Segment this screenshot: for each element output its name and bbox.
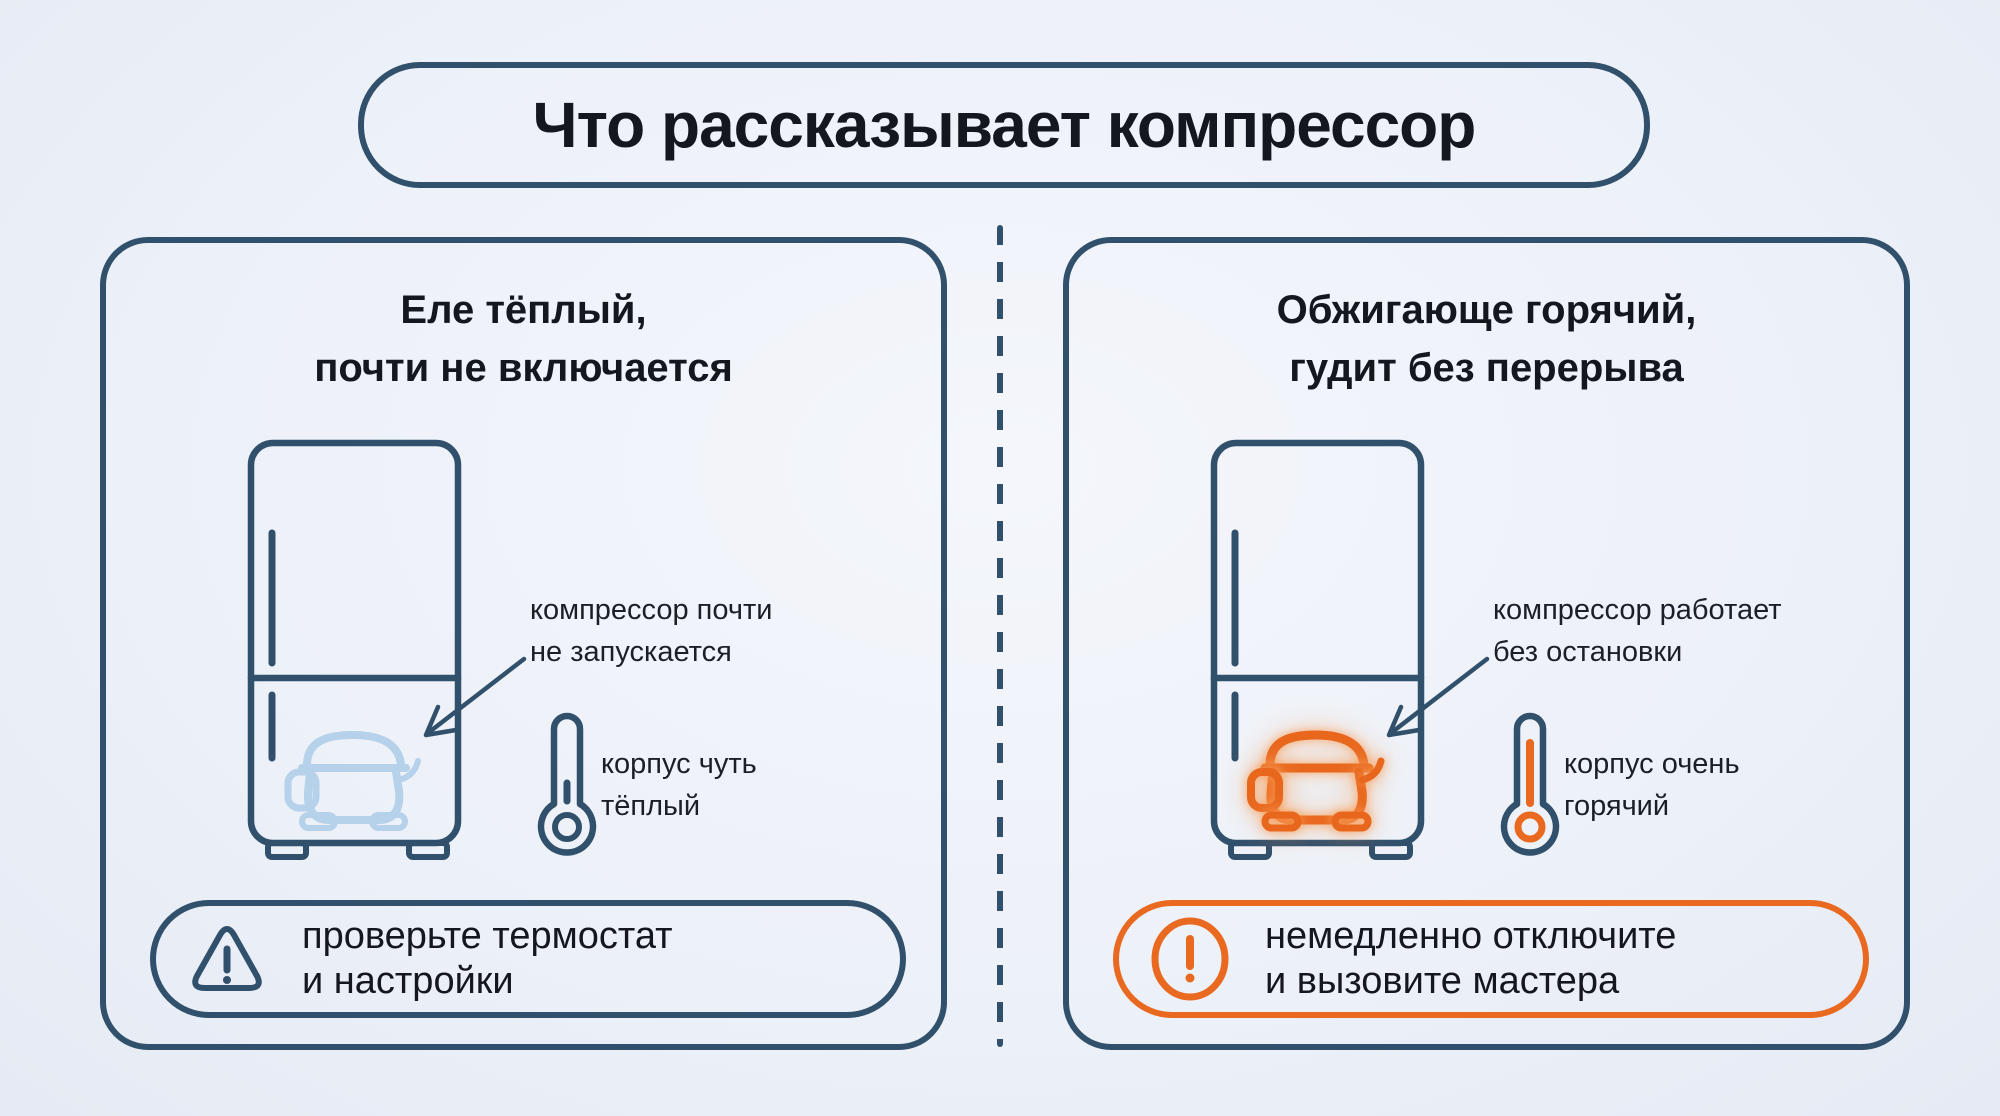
callout-line: компрессор работает (1493, 594, 1782, 626)
alert-circle-icon (1151, 917, 1229, 1001)
title-box: Что рассказывает компрессор (358, 62, 1650, 188)
heading-line: гудит без перерыва (1289, 346, 1684, 390)
dashed-divider (997, 225, 1003, 1047)
warning-triangle-icon (192, 926, 262, 991)
annotation-arrow (423, 656, 527, 738)
thermometer-icon (537, 712, 597, 856)
panel-hot-compressor: Обжигающе горячий, гудит без перерыва (1063, 237, 1910, 1050)
thermo-line: тёплый (601, 790, 701, 822)
annotation-arrow (1386, 656, 1490, 738)
heading-line: почти не включается (314, 346, 733, 390)
panel-heading: Обжигающе горячий, гудит без перерыва (1069, 281, 1904, 397)
warning-line: и настройки (302, 960, 514, 1002)
heading-line: Еле тёплый, (400, 288, 647, 332)
thermo-label: корпус чуть тёплый (601, 743, 757, 827)
thermometer-icon (1500, 712, 1560, 856)
warning-line: проверьте термостат (302, 915, 673, 957)
thermo-label: корпус очень горячий (1564, 743, 1740, 827)
callout-line: без остановки (1493, 636, 1683, 668)
heading-line: Обжигающе горячий, (1276, 288, 1697, 332)
thermo-line: горячий (1564, 790, 1670, 822)
thermo-line: корпус очень (1564, 748, 1740, 780)
warning-line: немедленно отключите (1265, 915, 1677, 957)
fridge-icon (247, 439, 462, 860)
warning-label: немедленно отключите и вызовите мастера (1265, 914, 1676, 1004)
thermo-line: корпус чуть (601, 748, 757, 780)
compressor-icon (1247, 730, 1385, 832)
callout-label: компрессор работает без остановки (1493, 589, 1782, 673)
panel-heading: Еле тёплый, почти не включается (106, 281, 941, 397)
callout-label: компрессор почти не запускается (530, 589, 772, 673)
panel-cold-compressor: Еле тёплый, почти не включается (100, 237, 947, 1050)
compressor-icon (284, 731, 421, 831)
warning-label: проверьте термостат и настройки (302, 914, 673, 1004)
fridge-icon (1210, 439, 1425, 860)
warning-pill: проверьте термостат и настройки (150, 900, 906, 1018)
warning-pill: немедленно отключите и вызовите мастера (1113, 900, 1869, 1018)
warning-line: и вызовите мастера (1265, 960, 1620, 1002)
page-title: Что рассказывает компрессор (532, 89, 1477, 161)
callout-line: не запускается (530, 636, 732, 668)
callout-line: компрессор почти (530, 594, 773, 626)
